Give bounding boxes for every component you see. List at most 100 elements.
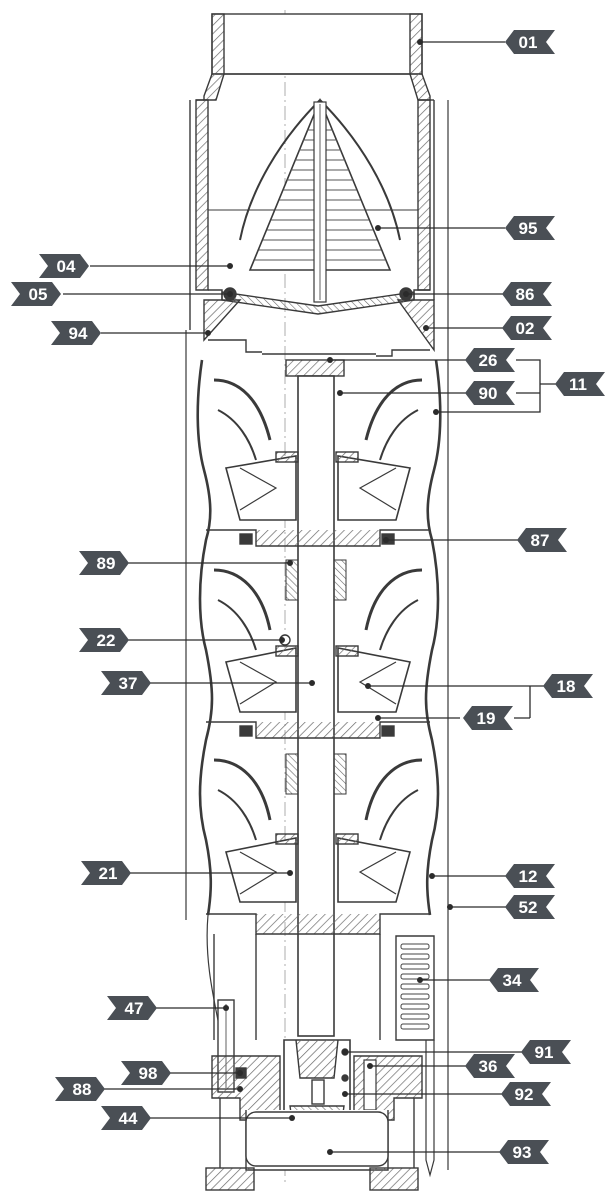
callout-tag-95: 95 <box>505 216 555 240</box>
callout-tag-93: 93 <box>499 1140 549 1164</box>
callout-tag-shape <box>505 895 555 919</box>
discharge-head <box>203 13 431 101</box>
callout-tag-87: 87 <box>517 528 567 552</box>
callout-tag-label: 95 <box>519 219 538 238</box>
callout-tag-label: 02 <box>516 319 535 338</box>
callout-tag-shape <box>51 321 101 345</box>
callout-tag-label: 18 <box>557 677 576 696</box>
callout-tag-12: 12 <box>505 864 555 888</box>
callout-tag-26: 26 <box>465 348 515 372</box>
callout-tag-shape <box>505 864 555 888</box>
callout-tag-47: 47 <box>107 996 157 1020</box>
leader-dots <box>205 39 453 1155</box>
callout-tag-01: 01 <box>505 30 555 54</box>
callout-tag-label: 88 <box>73 1080 92 1099</box>
upper-diffuser <box>203 299 435 377</box>
callout-tag-44: 44 <box>101 1106 151 1130</box>
callout-tag-86: 86 <box>502 282 552 306</box>
callout-tag-label: 94 <box>69 324 88 343</box>
valve-housing <box>189 99 435 330</box>
callout-tag-22: 22 <box>79 628 129 652</box>
callout-tag-label: 26 <box>479 351 498 370</box>
callout-tag-shape <box>107 996 157 1020</box>
callout-tag-shape <box>465 381 515 405</box>
callout-tag-label: 37 <box>119 674 138 693</box>
callout-tag-92: 92 <box>501 1082 551 1106</box>
callout-tag-52: 52 <box>505 895 555 919</box>
callout-tag-label: 12 <box>519 867 538 886</box>
shaft <box>297 375 335 1037</box>
callout-tag-11: 11 <box>555 372 605 396</box>
callout-tag-shape <box>79 551 129 575</box>
callout-tag-shape <box>121 1061 171 1085</box>
callout-tag-label: 44 <box>119 1109 138 1128</box>
callout-tag-label: 90 <box>479 384 498 403</box>
callout-tag-shape <box>555 372 605 396</box>
callout-tag-label: 34 <box>503 971 522 990</box>
callout-tag-shape <box>517 528 567 552</box>
callout-tag-shape <box>499 1140 549 1164</box>
callout-tag-label: 22 <box>97 631 116 650</box>
callout-tag-90: 90 <box>465 381 515 405</box>
callout-tag-18: 18 <box>543 674 593 698</box>
leader-11 <box>436 359 556 413</box>
callout-tag-label: 36 <box>479 1057 498 1076</box>
callout-tag-shape <box>465 348 515 372</box>
callout-tag-label: 98 <box>139 1064 158 1083</box>
stage-2 <box>206 559 430 739</box>
outer-casing <box>185 100 449 1170</box>
callout-tag-37: 37 <box>101 671 151 695</box>
part-callouts: 01 95 04 05 86 94 02 26 11 90 87 89 22 37 18 19 21 12 52 34… <box>11 30 605 1164</box>
callout-tag-shape <box>79 628 129 652</box>
callout-tag-shape <box>101 671 151 695</box>
callout-tag-shape <box>489 968 539 992</box>
callout-tag-34: 34 <box>489 968 539 992</box>
callout-tag-89: 89 <box>79 551 129 575</box>
callout-tag-label: 86 <box>516 285 535 304</box>
callout-tag-shape <box>11 282 61 306</box>
callout-tag-shape <box>501 1082 551 1106</box>
callout-tag-label: 92 <box>515 1085 534 1104</box>
callout-tag-02: 02 <box>502 316 552 340</box>
callout-tag-shape <box>39 254 89 278</box>
leader-lines <box>63 41 556 1153</box>
callout-tag-label: 21 <box>99 864 118 883</box>
callout-tag-shape <box>502 316 552 340</box>
callout-tag-label: 87 <box>531 531 550 550</box>
suction-strainer <box>206 914 435 1178</box>
callout-tag-label: 91 <box>535 1043 554 1062</box>
pump-drawing <box>185 10 449 1191</box>
callout-tag-shape <box>505 30 555 54</box>
callout-tag-shape <box>101 1106 151 1130</box>
callout-tag-label: 11 <box>569 375 587 394</box>
callout-tag-36: 36 <box>465 1054 515 1078</box>
leader-18 <box>368 685 545 718</box>
stage-1 <box>206 378 430 547</box>
callout-tag-shape <box>463 706 513 730</box>
valve-cone <box>239 97 401 303</box>
callout-tag-label: 05 <box>29 285 48 304</box>
callout-tag-label: 52 <box>519 898 538 917</box>
callout-tag-label: 01 <box>519 33 538 52</box>
callout-tag-91: 91 <box>521 1040 571 1064</box>
callout-tag-21: 21 <box>81 861 131 885</box>
callout-tag-shape <box>505 216 555 240</box>
callout-tag-shape <box>465 1054 515 1078</box>
callout-tag-94: 94 <box>51 321 101 345</box>
callout-tag-shape <box>55 1077 105 1101</box>
callout-tag-shape <box>543 674 593 698</box>
stage-3 <box>206 753 430 935</box>
callout-tag-shape <box>502 282 552 306</box>
callout-tag-label: 04 <box>57 257 76 276</box>
callout-tag-05: 05 <box>11 282 61 306</box>
callout-tag-98: 98 <box>121 1061 171 1085</box>
callout-tag-label: 19 <box>477 709 496 728</box>
callout-tag-label: 93 <box>513 1143 532 1162</box>
callout-tag-04: 04 <box>39 254 89 278</box>
callout-tag-label: 47 <box>125 999 144 1018</box>
callout-tag-88: 88 <box>55 1077 105 1101</box>
callout-tag-shape <box>521 1040 571 1064</box>
callout-tag-shape <box>81 861 131 885</box>
callout-tag-label: 89 <box>97 554 116 573</box>
